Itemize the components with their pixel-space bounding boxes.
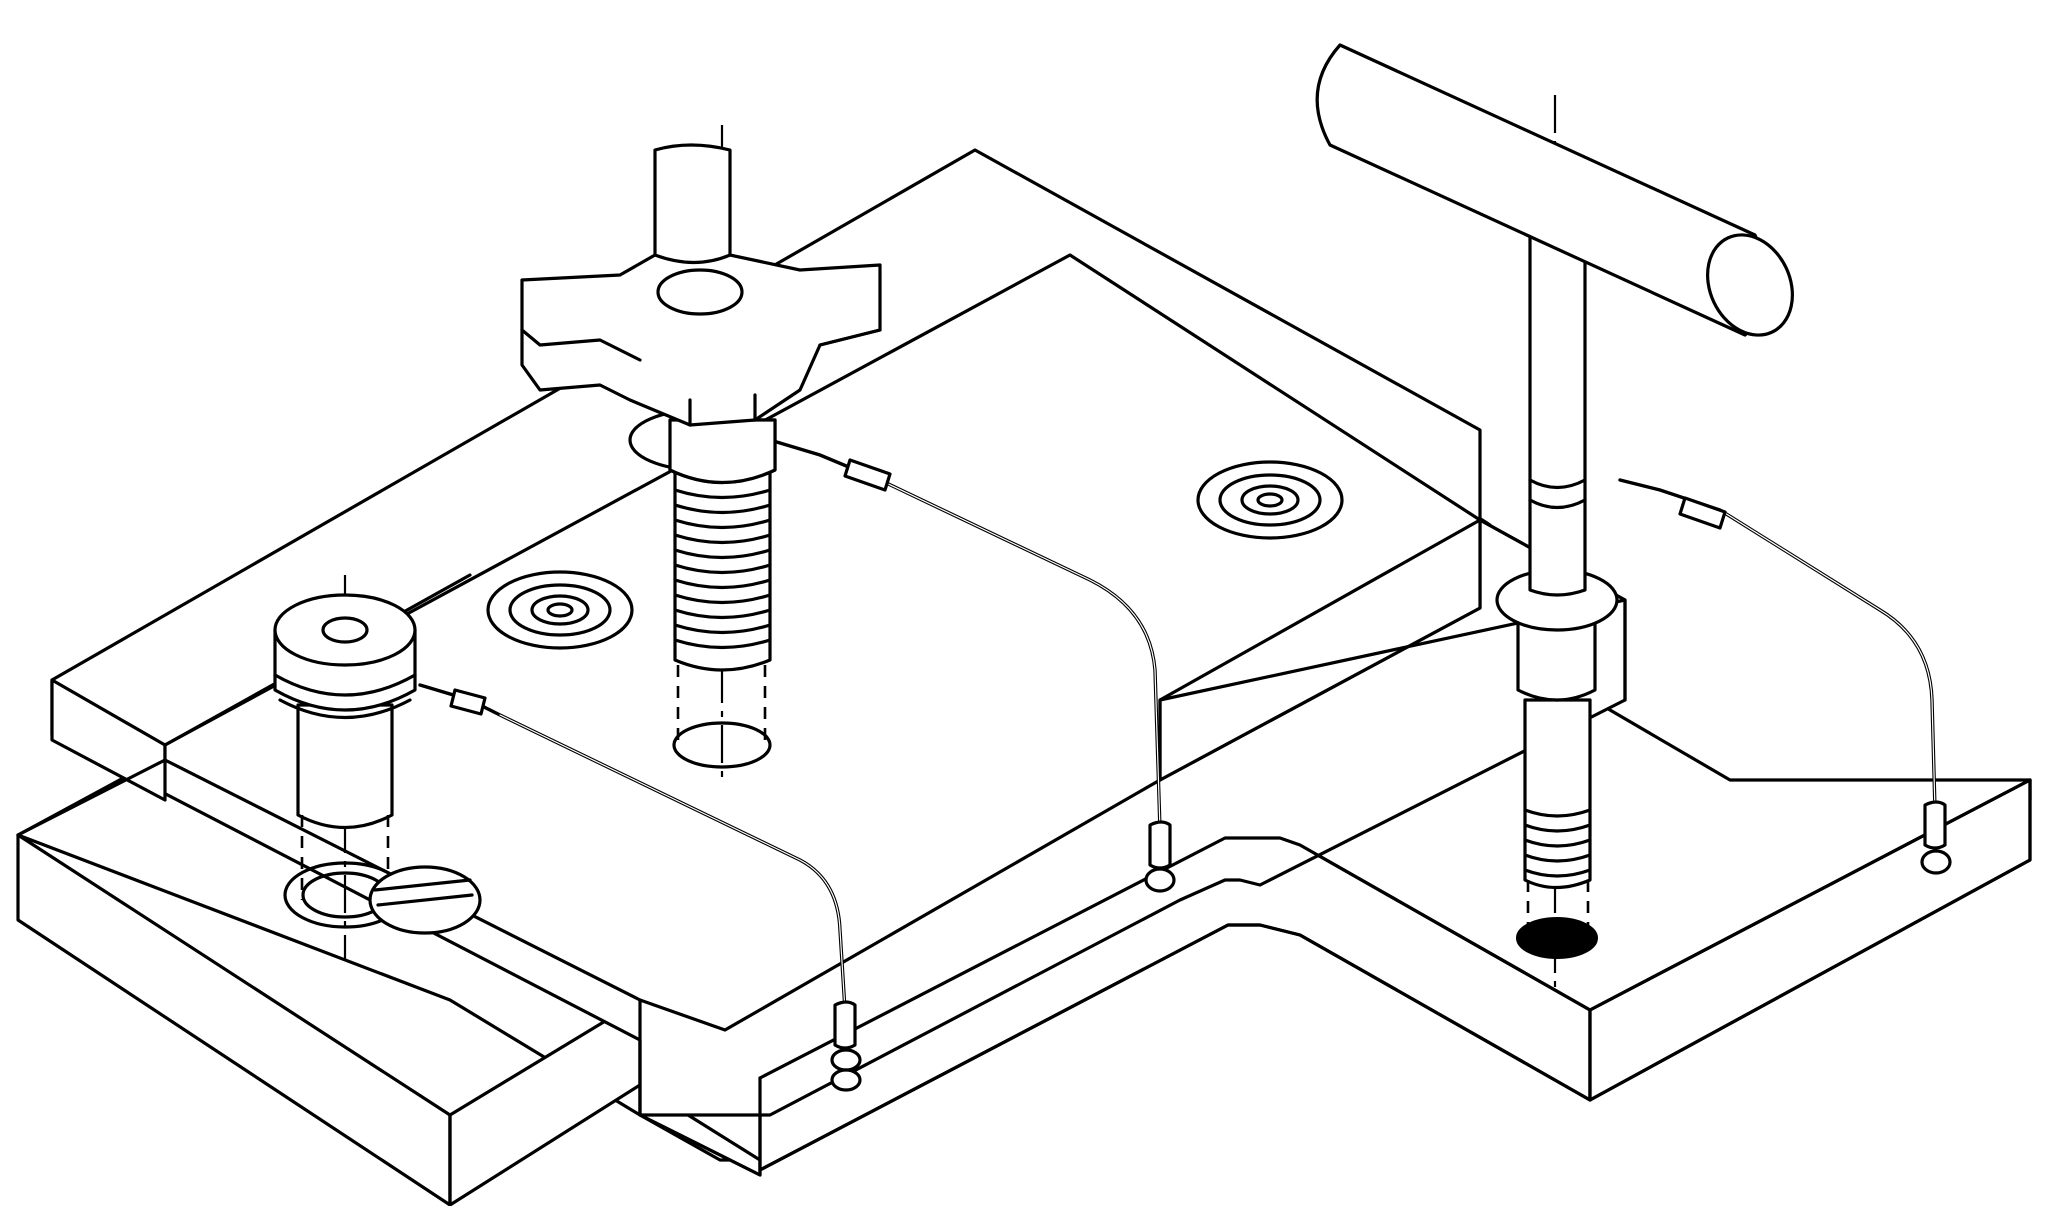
lower-plate-edges: [16, 758, 2032, 1206]
t-handle-screw: [1315, 43, 1794, 990]
shoulder-screw: [273, 575, 417, 960]
star-knob-clamp-screw: [520, 125, 882, 780]
countersunk-hole-right: [1196, 460, 1344, 540]
safety-lanyard-wires: [418, 438, 1952, 1092]
countersunk-hole-middle: [486, 570, 634, 650]
slotted-head-screw: [368, 865, 482, 935]
